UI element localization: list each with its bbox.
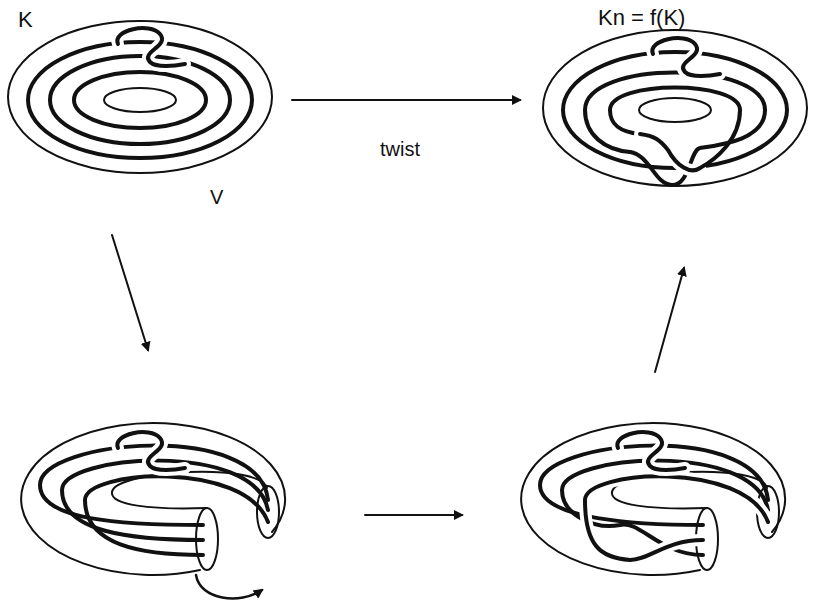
solid-torus: [8, 21, 272, 173]
torus-label: V: [210, 186, 223, 208]
knot-label: K: [18, 8, 33, 32]
knot-label: Kn = f(K): [598, 6, 685, 30]
solid-torus: [543, 30, 807, 186]
cut-torus: [521, 423, 785, 575]
cut-torus: [21, 423, 285, 598]
arrow-label: twist: [380, 138, 420, 160]
process-arrow: [112, 100, 684, 515]
